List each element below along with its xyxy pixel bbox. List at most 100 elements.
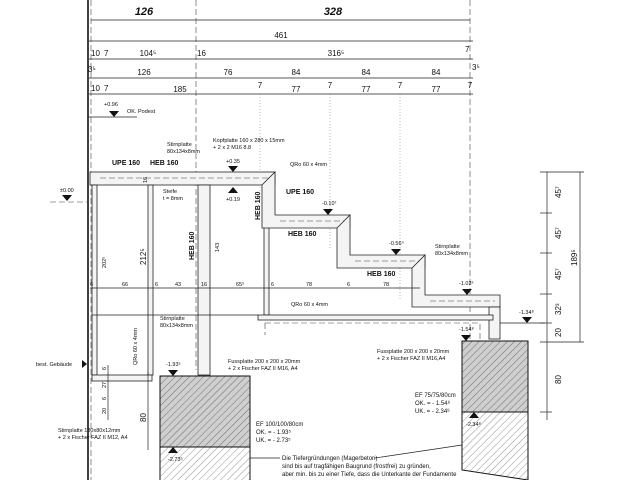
dim: 77 (292, 85, 301, 94)
right-dimensions: 45⁷ 45⁷ 45⁷ 32³ 20 80 189⁵ (540, 171, 584, 420)
dim: 6 (102, 367, 108, 370)
label-upe160: UPE 160 (286, 189, 314, 196)
dim: 10 (91, 49, 100, 58)
level-zero: ±0.00 (60, 188, 74, 194)
dim: 45⁷ (554, 268, 563, 280)
dim: 32³ (554, 303, 563, 315)
dim: 16 (143, 177, 149, 183)
dim-328: 328 (324, 6, 343, 18)
dim: 143 (215, 243, 221, 252)
dim: 66 (122, 282, 128, 288)
dim: 27 (102, 382, 108, 388)
dim-461: 461 (274, 31, 288, 40)
level-marker-icon (228, 187, 238, 193)
dim: 84 (292, 68, 301, 77)
dim: 16 (197, 49, 206, 58)
ef2-name: EF 75/75/80cm (415, 393, 456, 399)
dim: 189⁵ (570, 249, 579, 266)
ef1-name: EF 100/100/80cm (256, 422, 303, 428)
dim: 202⁵ (101, 257, 108, 268)
level-marker-icon (168, 447, 178, 453)
note-line: aber min. bis zu einer Tiefe, dass die U… (282, 472, 457, 478)
label-stirnplatte: Stirnplatte (160, 316, 185, 322)
label-stirnplatte-size: 80x134x8mm (435, 251, 468, 257)
dimension-chain-top: 126 328 461 10 7 104⁵ 16 316⁵ 7 3⁵ 126 7… (88, 6, 480, 95)
label-heb160: HEB 160 (255, 191, 262, 220)
level-p019: +0.19 (226, 197, 240, 203)
dim: 6 (271, 282, 274, 288)
dim: 80 (139, 413, 148, 422)
level-m154: -1.54⁸ (459, 326, 474, 333)
dim: 7 (468, 81, 473, 90)
level-marker-icon (323, 209, 333, 215)
label-fussplatte: Fussplatte 200 x 200 x 20mm (228, 359, 301, 365)
label-qro: QRo 60 x 4mm (290, 162, 327, 168)
dim: 185 (173, 85, 187, 94)
dim: 212⁵ (139, 248, 148, 265)
ef1-ok: OK. = - 1.93⁵ (256, 429, 292, 436)
ef2-ok: OK. = - 1.54⁸ (415, 400, 451, 407)
dim: 84 (432, 68, 441, 77)
level-podest: +0.96 (104, 102, 118, 108)
podest-label: OK. Podest (127, 109, 156, 115)
level-m056: -0.56⁴ (389, 240, 405, 247)
dim: 65⁵ (236, 281, 244, 288)
label-qro: QRo 60 x 4mm (291, 302, 328, 308)
level-p035: +0.35 (226, 159, 240, 165)
label-stirnplatte-size: 80x134x8mm (160, 323, 193, 329)
label-fussplatte-anchors: + 2 x Fischer FAZ II M16, A4 (228, 366, 298, 372)
label-stirnplatte-wall: Stirnplatte 180x80x12mm (58, 428, 121, 434)
dim: 7 (104, 49, 109, 58)
label-stirnplatte-anchors: + 2 x Fischer FAZ II M12, A4 (58, 435, 128, 441)
dim: 316⁵ (328, 49, 345, 58)
level-marker-icon (391, 249, 401, 255)
level-marker-icon (522, 317, 532, 323)
dim: 80 (554, 375, 563, 384)
label-heb160-column: HEB 160 (189, 231, 196, 260)
level-m010: -0.10⁷ (322, 200, 337, 207)
foundation-right: -2.34⁸ (461, 340, 529, 480)
ef2-uk: UK. = - 2.34⁸ (415, 408, 450, 415)
steel-structure (89, 171, 545, 382)
dim: 7 (328, 81, 333, 90)
dim: 7 (258, 81, 263, 90)
dim: 20 (554, 328, 563, 337)
dim: 78 (306, 282, 312, 288)
dim-126: 126 (135, 6, 154, 18)
dim: 45⁷ (554, 227, 563, 239)
dim: 7 (398, 81, 403, 90)
foundation-left: -2.73⁵ (159, 375, 251, 480)
dim: 10 (91, 84, 100, 93)
dim: 84 (362, 68, 371, 77)
dim: 7 (104, 84, 109, 93)
note-line: Die Tiefergründungen (Magerbeton) (282, 456, 377, 462)
note-line: sind bis auf tragfähigen Baugrund (frost… (282, 464, 431, 470)
label-steife-t: t = 8mm (163, 196, 183, 202)
dim: 78 (383, 282, 389, 288)
label-existing-building: best. Gebäude (36, 362, 72, 368)
dim: 6 (155, 282, 158, 288)
label-fussplatte-anchors: + 2 x Fischer FAZ II M16,A4 (377, 356, 445, 362)
level-m273: -2.73⁵ (168, 456, 183, 463)
level-marker-icon (469, 412, 479, 418)
label-stirnplatte: Stirnplatte (435, 244, 460, 250)
label-heb160: HEB 160 (150, 160, 179, 167)
label-kopfplatte: Kopfplatte 160 x 280 x 15mm (213, 138, 285, 144)
dim: 6 (102, 397, 108, 400)
dim: 7 (465, 45, 470, 54)
level-marker-icon (168, 370, 178, 376)
dim: 6 (347, 282, 350, 288)
label-heb160: HEB 160 (367, 271, 396, 278)
inner-dimensions: 202⁵ 212⁵ 143 16 6 66 6 43 16 65⁵ 6 78 6… (90, 177, 420, 450)
level-m102: -1.02² (459, 281, 474, 287)
dim: 77 (362, 85, 371, 94)
dim: 104⁵ (140, 49, 157, 58)
level-marker-icon (462, 289, 472, 295)
dim: 16 (201, 282, 207, 288)
label-stirnplatte-size: 80x134x8mm (167, 149, 200, 155)
label-qro: QRo 60 x 4mm (133, 328, 139, 365)
label-kopfplatte-bolts: + 2 x 2 M16 8.8 (213, 145, 251, 151)
dim: 43 (175, 282, 181, 288)
label-upe160: UPE 160 (112, 160, 140, 167)
dim: 76 (224, 68, 233, 77)
